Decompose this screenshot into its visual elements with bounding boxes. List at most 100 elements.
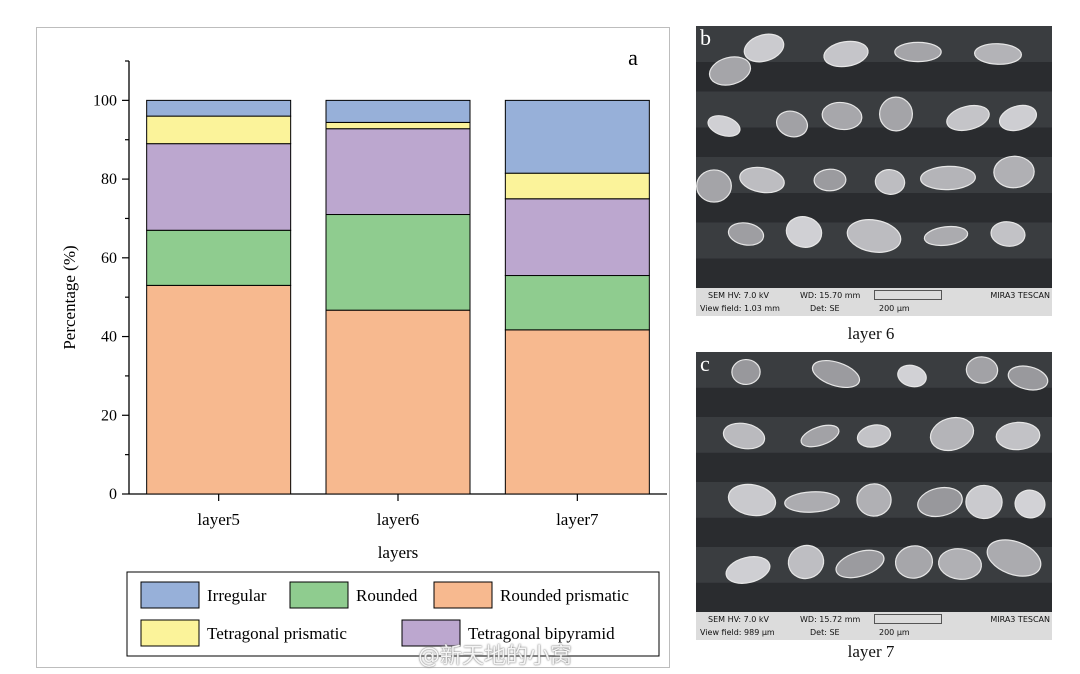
- x-tick-label: layer6: [377, 510, 419, 529]
- x-tick-label: layer7: [556, 510, 599, 529]
- sem-wd: WD: 15.70 mm: [800, 291, 861, 300]
- y-tick-label: 0: [109, 486, 117, 503]
- y-tick-label: 40: [101, 329, 117, 346]
- zircon-crystal: [835, 549, 885, 579]
- sem-background-band: [696, 258, 1052, 288]
- zircon-crystal: [990, 221, 1026, 247]
- panel-letter-a: a: [628, 45, 638, 70]
- bar-segment-irregular: [146, 99, 292, 117]
- legend-label: Rounded prismatic: [500, 586, 629, 605]
- stacked-bar-chart: 0 20 40 60 80 100 layer5 layer6 layer7 a layers Per…: [60, 45, 667, 657]
- zircon-crystal: [727, 222, 765, 246]
- y-tick-label: 20: [101, 407, 117, 424]
- bar-segment-rounded: [504, 275, 650, 331]
- sem-view-field: View field: 1.03 mm: [700, 304, 780, 313]
- zircon-crystal: [938, 548, 982, 580]
- sem-background-band: [696, 452, 1052, 482]
- bar-segment-irregular: [325, 99, 471, 123]
- zircon-crystal: [856, 424, 892, 448]
- panel-letter-b: b: [700, 26, 711, 50]
- sem-brand: MIRA3 TESCAN: [990, 615, 1050, 624]
- zircon-crystal: [986, 539, 1042, 577]
- bar-segment-tetragonal-bipyramid: [504, 198, 650, 277]
- sem-wd: WD: 15.72 mm: [800, 615, 861, 624]
- legend-swatch: [401, 619, 461, 647]
- zircon-crystal: [823, 40, 869, 68]
- sem-caption-b: layer 6: [847, 324, 895, 343]
- zircon-crystal: [874, 169, 906, 195]
- zircon-crystal: [965, 356, 999, 384]
- legend-swatch: [433, 581, 493, 609]
- sem-hv: SEM HV: 7.0 kV: [708, 615, 770, 624]
- sem-det: Det: SE: [810, 304, 840, 313]
- bar-segment-irregular: [504, 99, 650, 174]
- y-tick-label: 60: [101, 250, 117, 267]
- zircon-crystal: [743, 33, 785, 63]
- zircon-crystal: [708, 56, 752, 86]
- sem-scale-bar: [874, 290, 942, 300]
- zircon-crystal: [993, 155, 1035, 189]
- sem-background-band: [696, 387, 1052, 417]
- zircon-crystal: [929, 416, 975, 452]
- zircon-crystal: [846, 219, 902, 253]
- sem-crystal-image: [696, 356, 1052, 612]
- bar-segment-rounded-prismatic: [325, 309, 471, 495]
- zircon-crystal: [974, 43, 1022, 65]
- panel-letter-c: c: [700, 352, 710, 376]
- zircon-crystal: [784, 491, 840, 513]
- sem-scale-label: 200 μm: [879, 628, 910, 637]
- sem-hv: SEM HV: 7.0 kV: [708, 291, 770, 300]
- legend-swatch: [140, 581, 200, 609]
- legend-box: [126, 571, 660, 657]
- zircon-crystal: [1007, 365, 1049, 391]
- zircon-crystal: [725, 556, 771, 584]
- sem-brand: MIRA3 TESCAN: [990, 291, 1050, 300]
- zircon-crystal: [785, 216, 823, 248]
- zircon-crystal: [897, 364, 927, 388]
- x-axis-label: layers: [378, 543, 419, 562]
- chart-panel: 0 20 40 60 80 100 layer5 layer6 layer7 a layers Per…: [36, 27, 670, 668]
- watermark: @新天地的小窝: [418, 644, 573, 669]
- sem-info-bar: SEM HV: 7.0 kV WD: 15.70 mm View field: …: [696, 288, 1052, 316]
- sem-info-bar: SEM HV: 7.0 kV WD: 15.72 mm View field: …: [696, 612, 1052, 640]
- zircon-crystal: [696, 169, 732, 203]
- zircon-crystal: [920, 165, 976, 191]
- sem-background-band: [696, 193, 1052, 223]
- sem-background-band: [696, 62, 1052, 92]
- bar-segment-tetragonal-prismatic: [325, 121, 471, 130]
- x-tick-label: layer5: [197, 510, 239, 529]
- legend-swatch: [289, 581, 349, 609]
- bar-segment-tetragonal-prismatic: [146, 115, 292, 145]
- sem-scale-label: 200 μm: [879, 304, 910, 313]
- zircon-crystal: [879, 96, 913, 132]
- sem-image-panel-b: b SEM HV: 7.0 kV WD: 15.70 mm View field…: [696, 26, 1052, 316]
- zircon-crystal: [739, 166, 785, 194]
- zircon-crystal: [998, 104, 1038, 132]
- zircon-crystal: [821, 101, 863, 131]
- sem-det: Det: SE: [810, 628, 840, 637]
- y-tick-label: 100: [93, 92, 117, 109]
- zircon-crystal: [965, 484, 1003, 520]
- zircon-crystal: [731, 358, 761, 386]
- zircon-crystal: [722, 422, 766, 450]
- y-axis-label: Percentage (%): [60, 245, 79, 349]
- sem-scale-bar: [874, 614, 942, 624]
- zircon-crystal: [995, 421, 1041, 451]
- y-tick-label: 80: [101, 171, 117, 188]
- zircon-crystal: [787, 544, 825, 580]
- sem-background-band: [696, 582, 1052, 612]
- legend-swatch: [140, 619, 200, 647]
- zircon-crystal: [946, 104, 990, 132]
- zircon-crystal: [727, 483, 777, 517]
- zircon-crystal: [1014, 489, 1046, 519]
- zircon-crystal: [813, 168, 847, 192]
- zircon-crystal: [800, 424, 840, 448]
- sem-image-panel-c: c SEM HV: 7.0 kV WD: 15.72 mm View field…: [696, 352, 1052, 640]
- sem-background-band: [696, 127, 1052, 157]
- legend-label: Tetragonal prismatic: [207, 624, 347, 643]
- zircon-crystal: [917, 486, 963, 518]
- bar-segment-rounded-prismatic: [146, 284, 292, 495]
- bar-segment-rounded: [146, 229, 292, 286]
- sem-crystal-image: [696, 33, 1052, 288]
- sem-view-field: View field: 989 μm: [700, 628, 775, 637]
